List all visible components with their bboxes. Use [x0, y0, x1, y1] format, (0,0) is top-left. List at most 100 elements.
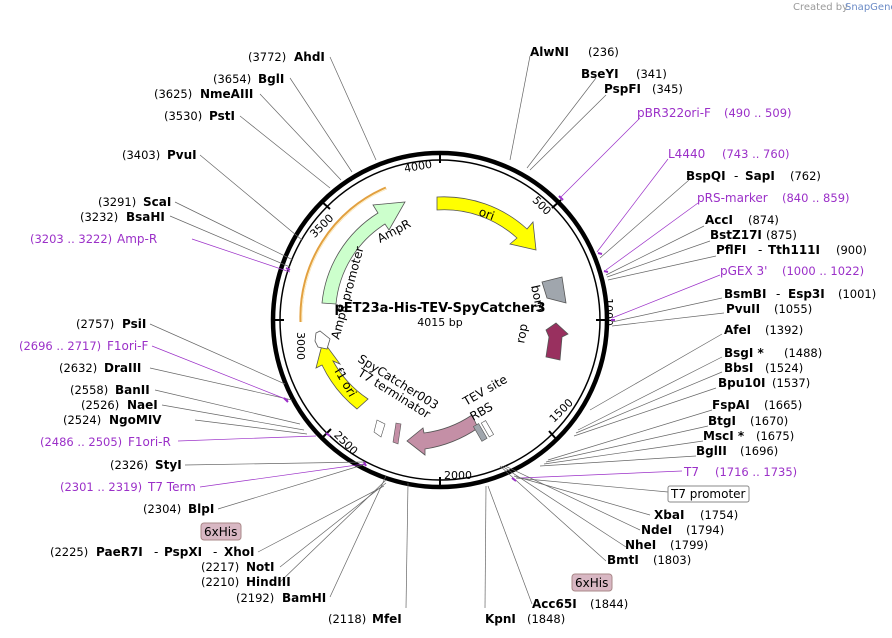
site-bmti[interactable]: BmtI	[607, 553, 639, 567]
feature-marks	[283, 195, 615, 482]
site-blpi[interactable]: BlpI	[188, 502, 214, 516]
site-esp3i[interactable]: Esp3I	[788, 287, 825, 301]
site-fspai[interactable]: FspAI	[712, 398, 750, 412]
site-tth111i[interactable]: Tth111I	[768, 243, 820, 257]
snapgene-logo: SnapGene	[845, 2, 892, 13]
site-bsgi[interactable]: BsgI *	[724, 346, 765, 360]
site-acci-pos: (874)	[748, 213, 779, 227]
site-banii[interactable]: BanII	[115, 383, 150, 397]
site-acc65i[interactable]: Acc65I	[532, 597, 577, 611]
site-bpu10i[interactable]: Bpu10I	[718, 376, 765, 390]
feature-t7-promoter: T7 promoter	[670, 487, 746, 501]
site-xbai[interactable]: XbaI	[654, 508, 684, 522]
tev-site-block[interactable]	[472, 423, 488, 442]
site-bamhi-pos: (2192)	[236, 591, 274, 605]
site-acci[interactable]: AccI	[705, 213, 733, 227]
site-bpu10i-pos: (1537)	[772, 376, 810, 390]
site-ahdi[interactable]: AhdI	[294, 50, 325, 64]
site-pflfi-pos: (900)	[836, 243, 867, 257]
feature-6xhis-1: 6xHis	[204, 525, 237, 539]
feature-f1ori-f[interactable]: F1ori-F	[107, 339, 148, 353]
site-scai-pos: (3291)	[98, 195, 136, 209]
ampr-arrow[interactable]	[321, 201, 406, 305]
bom-block[interactable]	[541, 276, 567, 304]
site-hindiii[interactable]: HindIII	[246, 575, 291, 589]
site-pspfi-pos: (345)	[652, 82, 683, 96]
amp-promoter-arrow[interactable]	[314, 330, 331, 350]
site-bamhi[interactable]: BamHI	[282, 591, 326, 605]
site-ngomiv[interactable]: NgoMIV	[109, 413, 162, 427]
site-psii-pos: (2757)	[76, 317, 114, 331]
site-bseyi[interactable]: BseYI	[581, 67, 619, 81]
site-mfei[interactable]: MfeI	[372, 612, 402, 626]
site-bsahi[interactable]: BsaHI	[126, 210, 165, 224]
site-alwni[interactable]: AlwNI	[530, 45, 569, 59]
site-pflfi[interactable]: PflFI	[716, 243, 746, 257]
his-tag-box-2[interactable]	[571, 573, 613, 592]
site-bsgi-pos: (1488)	[784, 346, 822, 360]
site-alwni-pos: (236)	[588, 45, 619, 59]
site-nhei[interactable]: NheI	[625, 538, 656, 552]
site-nhei-pos: (1799)	[670, 538, 708, 552]
site-btgi-pos: (1670)	[750, 414, 788, 428]
feature-t7[interactable]: T7	[683, 465, 699, 479]
site-xhoi[interactable]: XhoI	[224, 545, 255, 559]
site-pspxi[interactable]: PspXI	[164, 545, 202, 559]
site-bbsi-pos: (1524)	[765, 361, 803, 375]
feature-f1ori-f-pos: (2696 .. 2717)	[19, 339, 101, 353]
t7-terminator-block[interactable]	[392, 422, 402, 445]
spycatcher-cds-arrow[interactable]	[406, 414, 479, 456]
his-tag-box-1[interactable]	[200, 522, 242, 541]
site-psti[interactable]: PstI	[209, 109, 235, 123]
site-sapi[interactable]: SapI	[745, 169, 775, 183]
svg-text:-: -	[734, 169, 738, 183]
site-scai[interactable]: ScaI	[143, 195, 171, 209]
site-afei-pos: (1392)	[765, 323, 803, 337]
feature-l4440[interactable]: L4440	[668, 147, 705, 161]
feature-pgex3[interactable]: pGEX 3'	[720, 264, 767, 278]
plasmid-size: 4015 bp	[417, 316, 462, 329]
site-draiii[interactable]: DraIII	[104, 361, 141, 375]
t7-promoter-small-block[interactable]	[373, 419, 386, 438]
site-msci[interactable]: MscI *	[703, 429, 745, 443]
site-noti[interactable]: NotI	[246, 560, 275, 574]
tick-label-2000: 2000	[444, 469, 472, 482]
site-pvuii-pos: (1055)	[774, 302, 812, 316]
site-pvui[interactable]: PvuI	[167, 148, 197, 162]
site-bspqi[interactable]: BspQI	[686, 169, 726, 183]
site-paer7i[interactable]: PaeR7I	[96, 545, 143, 559]
site-bstz17i-pos: (875)	[766, 228, 797, 242]
site-btgi[interactable]: BtgI	[708, 414, 736, 428]
site-naei[interactable]: NaeI	[127, 398, 158, 412]
rbs-block[interactable]	[480, 420, 495, 438]
site-kpni-pos: (1848)	[527, 612, 565, 626]
site-styi[interactable]: StyI	[155, 458, 182, 472]
site-ndei[interactable]: NdeI	[641, 523, 672, 537]
site-afei[interactable]: AfeI	[724, 323, 751, 337]
svg-text:-: -	[213, 545, 217, 559]
site-bstz17i[interactable]: BstZ17I	[710, 228, 762, 242]
site-bsmbi[interactable]: BsmBI	[724, 287, 766, 301]
feature-t7-term[interactable]: T7 Term	[147, 480, 196, 494]
site-nmeaiii[interactable]: NmeAIII	[200, 87, 253, 101]
ori-arrow[interactable]	[436, 196, 537, 251]
feature-amp-r[interactable]: Amp-R	[117, 232, 157, 246]
feature-t7-term-pos: (2301 .. 2319)	[60, 480, 142, 494]
site-pspfi[interactable]: PspFI	[604, 82, 641, 96]
site-psii[interactable]: PsiI	[122, 317, 146, 331]
t7-promoter-box[interactable]	[667, 485, 750, 503]
site-bglii[interactable]: BglII	[696, 444, 727, 458]
site-pvuii[interactable]: PvuII	[726, 302, 760, 316]
site-blpi-pos: (2304)	[143, 502, 181, 516]
site-bsmbi-pos: (1001)	[838, 287, 876, 301]
site-bgli[interactable]: BglI	[258, 72, 284, 86]
rop-arrow[interactable]	[545, 322, 569, 361]
site-kpni[interactable]: KpnI	[485, 612, 516, 626]
feature-pbr322ori-f[interactable]: pBR322ori-F	[637, 106, 711, 120]
feature-prs-marker[interactable]: pRS-marker	[697, 191, 768, 205]
site-bspqi-pos: (762)	[790, 169, 821, 183]
site-bbsi[interactable]: BbsI	[724, 361, 753, 375]
feature-f1ori-r[interactable]: F1ori-R	[128, 435, 171, 449]
site-fspai-pos: (1665)	[764, 398, 802, 412]
